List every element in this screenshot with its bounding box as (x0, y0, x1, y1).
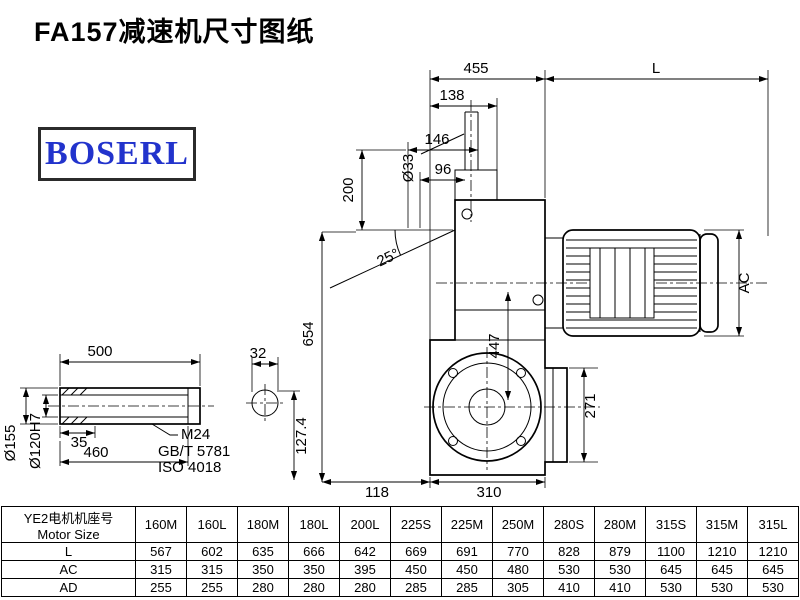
value-cell: 350 (237, 560, 289, 579)
column-header: 315L (747, 506, 799, 543)
value-cell: 642 (339, 542, 391, 561)
value-cell: 645 (645, 560, 697, 579)
value-cell: 255 (186, 578, 238, 597)
value-cell: 530 (594, 560, 646, 579)
value-cell: 315 (135, 560, 187, 579)
column-header: 160M (135, 506, 187, 543)
column-header: 225M (441, 506, 493, 543)
value-cell: 410 (543, 578, 595, 597)
value-cell: 635 (237, 542, 289, 561)
dim-118: 118 (365, 484, 389, 501)
dim-35: 35 (71, 434, 88, 451)
value-cell: 530 (696, 578, 748, 597)
shaft-end-view: 32 127.4 (246, 345, 310, 480)
value-cell: 350 (288, 560, 340, 579)
value-cell: 669 (390, 542, 442, 561)
dim-146: 146 (424, 131, 449, 148)
dim-654: 654 (300, 321, 317, 346)
dim-271: 271 (582, 393, 599, 418)
column-header: 315M (696, 506, 748, 543)
dim-500: 500 (87, 343, 112, 360)
value-cell: 645 (696, 560, 748, 579)
column-header: 315S (645, 506, 697, 543)
value-cell: 280 (237, 578, 289, 597)
value-cell: 280 (288, 578, 340, 597)
bottom-dimensions: 271 118 310 (322, 367, 599, 501)
row-label: AC (1, 560, 136, 579)
value-cell: 828 (543, 542, 595, 561)
column-header: 160L (186, 506, 238, 543)
logo-text: BOSERL (45, 135, 189, 172)
column-header: 180M (237, 506, 289, 543)
value-cell: 879 (594, 542, 646, 561)
value-cell: 666 (288, 542, 340, 561)
column-header: 280S (543, 506, 595, 543)
column-header: 225S (390, 506, 442, 543)
label-m24: M24 (181, 426, 210, 443)
dim-200: 200 (340, 177, 357, 202)
value-cell: 1210 (747, 542, 799, 561)
column-header: 200L (339, 506, 391, 543)
dim-32: 32 (250, 345, 267, 362)
value-cell: 645 (747, 560, 799, 579)
column-header: 280M (594, 506, 646, 543)
dim-96: 96 (435, 161, 452, 178)
label-gbt-5781: GB/T 5781 (158, 443, 230, 460)
value-cell: 410 (594, 578, 646, 597)
value-cell: 1100 (645, 542, 697, 561)
value-cell: 285 (441, 578, 493, 597)
dim-dia155: Ø155 (2, 425, 19, 462)
column-header: 180L (288, 506, 340, 543)
dim-dia120h7: Ø120H7 (27, 413, 44, 469)
value-cell: 450 (441, 560, 493, 579)
value-cell: 530 (747, 578, 799, 597)
dim-310: 310 (476, 484, 501, 501)
value-cell: 770 (492, 542, 544, 561)
value-cell: 280 (339, 578, 391, 597)
page-title: FA157减速机尺寸图纸 (34, 17, 315, 47)
hollow-shaft-detail: 500 35 460 Ø155 Ø120H7 M24 GB/T 5781 ISO… (2, 343, 230, 476)
dim-dia33: Ø33 (400, 154, 417, 182)
value-cell: 530 (543, 560, 595, 579)
dim-127-4: 127.4 (293, 417, 310, 455)
boserl-logo: BOSERL (38, 127, 196, 181)
row-label: L (1, 542, 136, 561)
value-cell: 602 (186, 542, 238, 561)
dim-455: 455 (463, 60, 488, 77)
motor-side-view: AC (436, 229, 770, 337)
dim-447: 447 (486, 333, 503, 358)
top-dimensions: 455 L 138 146 96 Ø33 200 25° 654 (300, 60, 769, 482)
value-cell: 255 (135, 578, 187, 597)
dim-460: 460 (83, 444, 108, 461)
value-cell: 395 (339, 560, 391, 579)
value-cell: 691 (441, 542, 493, 561)
label-iso-4018: ISO 4018 (158, 459, 221, 476)
value-cell: 315 (186, 560, 238, 579)
value-cell: 1210 (696, 542, 748, 561)
dimension-drawing: 500 35 460 Ø155 Ø120H7 M24 GB/T 5781 ISO… (2, 60, 770, 501)
value-cell: 305 (492, 578, 544, 597)
value-cell: 530 (645, 578, 697, 597)
dim-AC: AC (736, 272, 753, 293)
row-label: AD (1, 578, 136, 597)
value-cell: 480 (492, 560, 544, 579)
column-header: 250M (492, 506, 544, 543)
dim-L: L (652, 60, 660, 77)
dim-138: 138 (439, 87, 464, 104)
value-cell: 450 (390, 560, 442, 579)
value-cell: 285 (390, 578, 442, 597)
value-cell: 567 (135, 542, 187, 561)
